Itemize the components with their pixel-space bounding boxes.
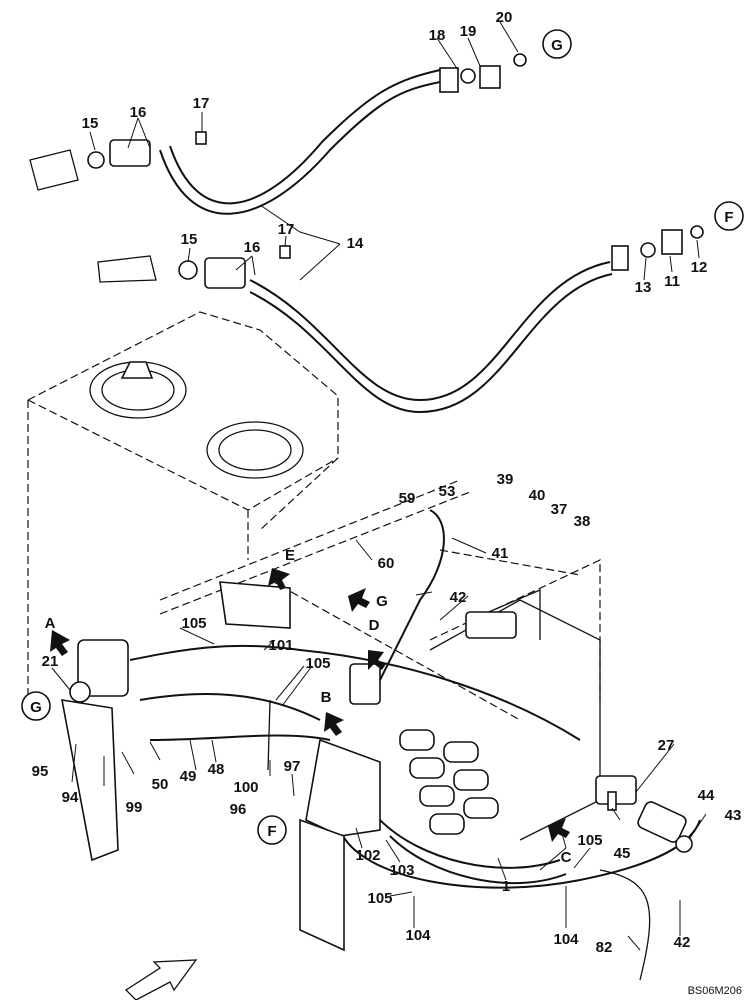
hose-assembly-14 — [159, 69, 613, 414]
part-label: 105 — [305, 655, 330, 672]
part-label: 82 — [596, 939, 613, 956]
part-label: 1 — [502, 878, 510, 895]
part-label: 38 — [574, 513, 591, 530]
view-letters: A B C D E G — [45, 547, 572, 866]
part-label: 15 — [181, 231, 198, 248]
part-label: 49 — [180, 768, 197, 785]
part-label: 60 — [378, 555, 395, 572]
part-label: 37 — [551, 501, 568, 518]
svg-text:G: G — [551, 37, 563, 54]
part-label: 104 — [553, 931, 579, 948]
part-label: 96 — [230, 801, 247, 818]
part-label: 95 — [32, 763, 49, 780]
part-label: 104 — [405, 927, 431, 944]
upper-right-fittings — [439, 53, 704, 271]
part-label: 16 — [244, 239, 261, 256]
drawing-code: BS06M206 — [688, 985, 742, 997]
part-label: 21 — [42, 653, 59, 670]
part-label: 18 — [429, 27, 446, 44]
part-label: 39 — [497, 471, 514, 488]
part-label: 94 — [62, 789, 79, 806]
part-label: 103 — [389, 862, 414, 879]
part-label: 50 — [152, 776, 169, 793]
part-label: 11 — [664, 273, 680, 290]
connector-f-top: F — [714, 201, 744, 231]
control-valve — [399, 589, 601, 841]
part-label: 97 — [284, 758, 301, 775]
connector-f-bottom: F — [257, 815, 287, 845]
part-label: 27 — [658, 737, 675, 754]
part-label: 105 — [577, 832, 602, 849]
part-label: 40 — [529, 487, 546, 504]
part-label: 14 — [347, 235, 364, 252]
view-marker-e: E — [285, 547, 295, 564]
part-label: 102 — [355, 847, 380, 864]
part-label: 48 — [208, 761, 225, 778]
part-label: 41 — [492, 545, 509, 562]
part-label: 100 — [233, 779, 258, 796]
part-label: 105 — [367, 890, 392, 907]
part-label: 43 — [725, 807, 742, 824]
part-label: 44 — [698, 787, 715, 804]
part-label: 19 — [460, 23, 477, 40]
part-label: 17 — [278, 221, 295, 238]
view-arrows — [50, 568, 570, 1000]
part-label: 42 — [450, 589, 467, 606]
part-labels: 20 18 19 16 17 15 14 16 17 15 11 12 13 3… — [32, 9, 742, 956]
part-label: 59 — [399, 490, 416, 507]
view-marker-g: G — [376, 593, 388, 610]
lower-hoses — [129, 509, 701, 981]
connector-g-left: G — [21, 691, 51, 721]
part-label: 17 — [193, 95, 210, 112]
part-label: 16 — [130, 104, 147, 121]
view-marker-c: C — [561, 849, 572, 866]
view-marker-a: A — [45, 615, 56, 632]
connector-markers: G F G F — [21, 29, 744, 845]
brackets — [61, 581, 381, 952]
part-label: 99 — [126, 799, 143, 816]
part-label: 53 — [439, 483, 456, 500]
upper-fittings — [29, 131, 291, 289]
svg-text:F: F — [267, 823, 276, 840]
part-label: 20 — [496, 9, 513, 26]
view-marker-d: D — [369, 617, 380, 634]
part-label: 105 — [181, 615, 206, 632]
valve-spools — [399, 729, 499, 835]
part-label: 13 — [635, 279, 652, 296]
part-label: 101 — [268, 637, 293, 654]
view-marker-b: B — [321, 689, 332, 706]
part-label: 12 — [691, 259, 708, 276]
connector-g-top: G — [542, 29, 572, 59]
part-label: 45 — [614, 845, 631, 862]
hydraulic-tank-outline — [27, 311, 339, 700]
part-label: 42 — [674, 934, 691, 951]
leader-lines — [51, 21, 707, 951]
svg-text:G: G — [30, 699, 42, 716]
svg-text:F: F — [724, 209, 733, 226]
part-label: 15 — [82, 115, 99, 132]
